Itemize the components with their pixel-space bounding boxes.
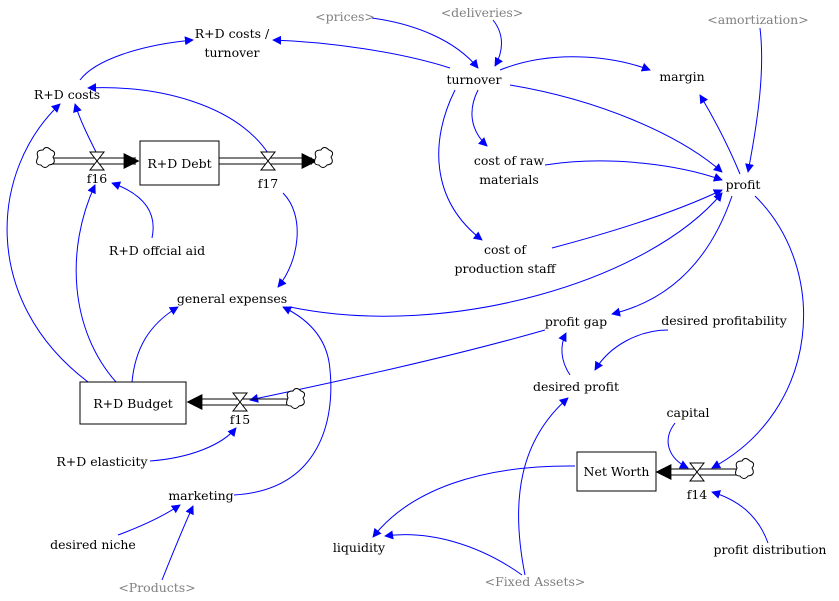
var-profit-distribution[interactable]: profit distribution xyxy=(714,542,827,557)
shadow-var-amortization[interactable]: <amortization> xyxy=(707,12,808,27)
link-profitgap-to-f15 xyxy=(249,329,546,403)
shadow-var-prices[interactable]: <prices> xyxy=(315,9,375,24)
link-f17-to-generalexpenses xyxy=(277,192,298,288)
var-cost-staff-line1[interactable]: cost of xyxy=(484,242,527,257)
link-capital-to-f14 xyxy=(667,422,689,469)
shadow-var-products[interactable]: <Products> xyxy=(118,580,195,595)
link-turnover-to-coststaff xyxy=(438,89,483,241)
link-products-to-marketing xyxy=(161,505,194,581)
link-turnover-to-rdcoststurnover xyxy=(272,35,451,69)
link-f16-to-rdcosts xyxy=(73,103,97,153)
link-fixedassets-to-liquidity xyxy=(384,530,523,576)
var-capital[interactable]: capital xyxy=(667,405,710,420)
var-cost-raw-line1[interactable]: cost of raw xyxy=(474,153,544,168)
link-fixedassets-to-desiredprofit xyxy=(518,397,569,576)
stock-rd-budget[interactable]: R+D Budget xyxy=(79,381,187,425)
var-marketing[interactable]: marketing xyxy=(168,488,233,503)
var-rd-costs-turnover-line1[interactable]: R+D costs / xyxy=(195,26,270,41)
var-margin[interactable]: margin xyxy=(659,69,704,84)
cloud-sink-f17 xyxy=(314,147,334,168)
flow-f14-label: f14 xyxy=(687,487,708,502)
link-official-aid-to-f16 xyxy=(111,181,154,239)
link-rdbudget-to-generalexpenses xyxy=(131,306,179,383)
var-rd-official-aid[interactable]: R+D offcial aid xyxy=(109,243,205,258)
var-rd-costs[interactable]: R+D costs xyxy=(34,87,100,102)
link-rdbudget-to-f16 xyxy=(75,184,117,383)
stock-rd-debt-label: R+D Debt xyxy=(147,156,211,171)
link-marketing-to-generalexpenses xyxy=(233,306,332,496)
link-turnover-to-profit xyxy=(509,84,723,173)
link-deliveries-to-turnover xyxy=(492,19,503,67)
link-profit-to-f14 xyxy=(711,195,804,469)
link-rdbudget-to-rdcosts xyxy=(6,103,89,383)
link-desiredniche-to-marketing xyxy=(117,504,181,536)
link-prices-to-turnover xyxy=(371,17,479,69)
link-profit-to-profitgap xyxy=(611,195,733,317)
cloud-source-f16 xyxy=(36,147,56,168)
shadow-var-fixed-assets[interactable]: <Fixed Assets> xyxy=(485,574,586,589)
link-rdelasticity-to-f15 xyxy=(149,427,237,462)
stock-net-worth[interactable]: Net Worth xyxy=(576,451,657,492)
var-desired-profit[interactable]: desired profit xyxy=(533,379,619,394)
var-cost-staff-line2[interactable]: production staff xyxy=(455,261,557,276)
valve-f14[interactable] xyxy=(688,462,706,482)
valve-f15[interactable] xyxy=(231,392,249,412)
link-costraw-to-profit xyxy=(544,160,723,182)
stock-net-worth-label: Net Worth xyxy=(584,464,650,479)
link-profit-to-margin xyxy=(699,94,741,175)
link-turnover-to-costraw xyxy=(471,89,488,147)
var-general-expenses[interactable]: general expenses xyxy=(177,291,287,306)
var-turnover[interactable]: turnover xyxy=(446,72,501,87)
var-desired-profitability[interactable]: desired profitability xyxy=(661,313,787,328)
link-turnover-to-margin xyxy=(499,56,651,72)
cloud-source-f14 xyxy=(735,458,755,479)
link-coststaff-to-profit xyxy=(551,189,723,249)
link-generalexpenses-to-profit xyxy=(289,192,723,317)
var-profit-gap[interactable]: profit gap xyxy=(545,314,607,329)
link-networth-to-liquidity xyxy=(372,465,576,538)
link-desiredprofit-to-profitgap xyxy=(558,332,571,376)
link-amortization-to-profit xyxy=(745,27,763,173)
stock-rd-debt[interactable]: R+D Debt xyxy=(139,140,220,186)
var-rd-costs-turnover-line2[interactable]: turnover xyxy=(204,45,259,60)
var-profit[interactable]: profit xyxy=(726,177,761,192)
link-rdcosts-to-rdcoststurnover xyxy=(79,36,194,81)
causal-links xyxy=(6,17,804,581)
var-liquidity[interactable]: liquidity xyxy=(333,540,386,555)
var-desired-niche[interactable]: desired niche xyxy=(50,537,136,552)
valve-f16[interactable] xyxy=(88,151,106,171)
stock-rd-budget-label: R+D Budget xyxy=(93,396,173,411)
flow-f15-label: f15 xyxy=(230,412,251,427)
var-rd-elasticity[interactable]: R+D elasticity xyxy=(56,454,148,469)
flow-pipes xyxy=(52,153,742,480)
link-desiredprofitability-to-desiredprofit xyxy=(594,329,669,371)
link-f17-to-rdcosts xyxy=(87,83,269,154)
flow-f16-label: f16 xyxy=(87,171,108,186)
valve-f17[interactable] xyxy=(259,151,277,171)
var-cost-raw-line2[interactable]: materials xyxy=(479,172,539,187)
link-profitdistribution-to-f14 xyxy=(711,490,769,544)
shadow-var-deliveries[interactable]: <deliveries> xyxy=(441,5,524,20)
cloud-source-f15 xyxy=(286,388,306,409)
flow-f17-label: f17 xyxy=(258,176,279,191)
